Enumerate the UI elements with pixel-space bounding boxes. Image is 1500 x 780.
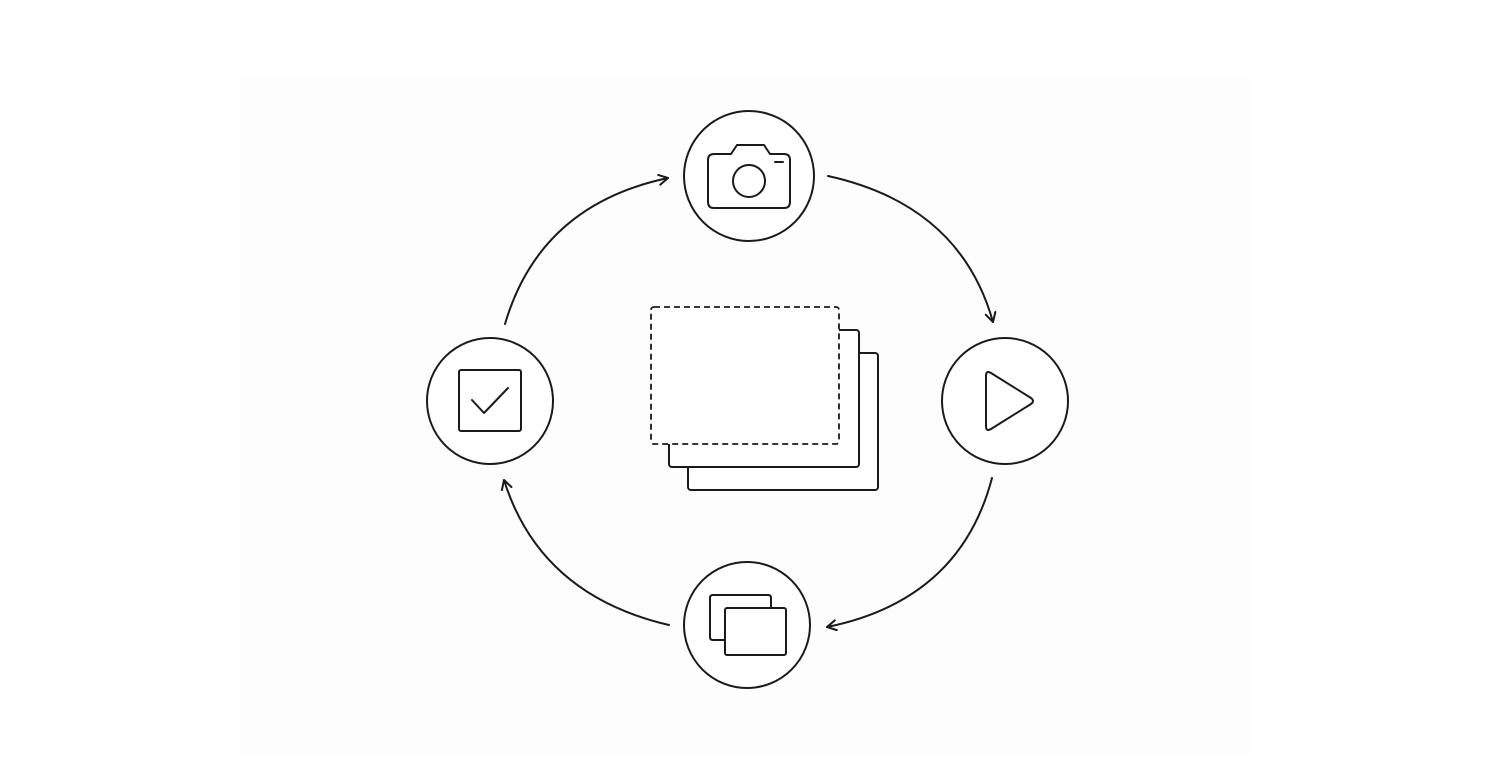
- node-duplicate: [683, 561, 811, 689]
- checkbox-check-icon: [458, 369, 522, 432]
- arrow-duplicate-to-approve: [500, 479, 670, 626]
- play-icon: [985, 371, 1034, 431]
- node-play: [941, 337, 1069, 465]
- node-approve: [426, 337, 554, 465]
- camera-icon: [707, 144, 791, 209]
- frame-stack-icon: [650, 306, 879, 491]
- arrow-capture-to-play: [827, 175, 997, 323]
- node-capture: [683, 110, 815, 242]
- arrow-approve-to-capture: [504, 173, 669, 325]
- arrow-play-to-duplicate: [826, 477, 993, 632]
- stacked-windows-icon: [709, 594, 787, 656]
